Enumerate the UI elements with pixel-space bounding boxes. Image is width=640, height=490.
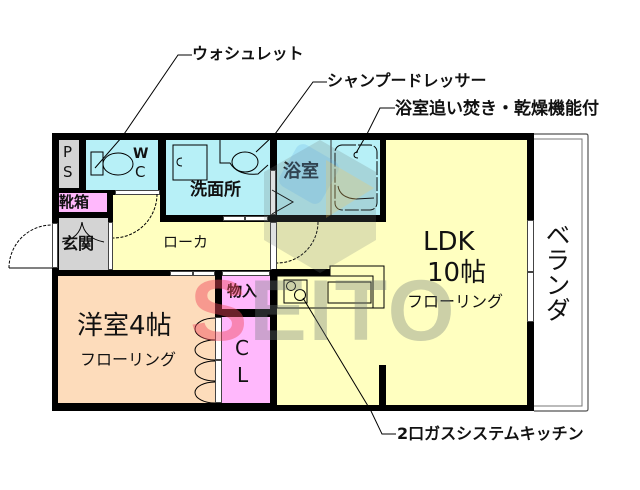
room-corridor <box>113 222 270 270</box>
ldk-door-swing <box>276 221 319 264</box>
ldk-stub-wall <box>379 365 386 407</box>
western-sliding-door <box>170 271 193 276</box>
western-sliding-door-2 <box>193 271 215 276</box>
room-storage <box>222 276 270 309</box>
stove-icon <box>283 279 308 304</box>
room-ldk-lower <box>277 222 527 405</box>
burner-2-icon <box>294 289 306 301</box>
entrance-step-curves <box>61 221 105 243</box>
sink-icon <box>327 281 372 304</box>
washing-machine-drain-icon <box>176 157 183 167</box>
closet-folding-door-2 <box>215 360 222 403</box>
room-western <box>58 276 215 403</box>
room-corridor-upper <box>113 195 160 225</box>
callout-kitchen: 2口ガスシステムキッチン <box>397 424 584 443</box>
bathroom-folding-door <box>271 189 295 215</box>
toilet-bowl-icon <box>102 152 134 176</box>
corridor-label: ローカ <box>163 233 209 251</box>
closet-label-c: C <box>235 336 249 360</box>
entrance-label: 玄関 <box>62 234 95 253</box>
bathtub-icon <box>334 144 378 211</box>
callout-shampoo-dresser: シャンプードレッサー <box>327 71 487 90</box>
leader-bath-features <box>355 107 395 154</box>
ldk-window-2 <box>527 272 534 322</box>
ldk-label: LDK <box>423 227 475 257</box>
room-washroom <box>166 140 270 215</box>
washroom-sliding-door-2 <box>245 216 268 221</box>
leader-kitchen <box>302 297 396 435</box>
toilet-tank-icon <box>90 151 104 176</box>
western-room-label: 洋室4帖 <box>77 311 172 341</box>
ldk-size-label: 10帖 <box>427 258 487 288</box>
kitchen-wall <box>272 269 330 276</box>
watermark-rest: EITO <box>249 263 457 359</box>
wc-door-opening <box>115 190 160 195</box>
ldk-floor-label: フローリング <box>407 292 504 311</box>
balcony-outline <box>534 133 589 412</box>
room-ps <box>59 140 79 188</box>
washing-machine-icon <box>172 144 208 181</box>
room-shoe-box <box>59 193 107 212</box>
vanity-counter-icon <box>219 140 269 175</box>
washroom-label: 洗面所 <box>190 180 241 200</box>
entrance-inner-jamb <box>108 222 113 270</box>
entrance-door-swing <box>8 224 53 269</box>
bathroom-label: 浴室 <box>283 161 319 182</box>
wc-label-w: W <box>133 146 149 162</box>
callout-bath-features: 浴室追い焚き・乾燥機能付 <box>395 99 599 119</box>
bathtub-inner-icon <box>337 185 375 200</box>
closet-folding-door-swing <box>194 317 216 404</box>
entrance-door-jamb <box>52 223 58 268</box>
balcony-label: ベランダ <box>542 222 571 322</box>
wc-door-swing <box>112 193 158 239</box>
western-room-floor-label: フローリング <box>80 350 177 369</box>
ps-label-s: S <box>63 163 73 181</box>
leader-washlet <box>94 54 192 169</box>
ps-label-p: P <box>63 143 73 161</box>
callout-washlet: ウォシュレット <box>192 44 304 63</box>
wc-label-c: C <box>135 163 146 181</box>
storage-label: 物入 <box>227 282 258 300</box>
watermark-text: SEITO <box>190 268 457 354</box>
closet-label-l: L <box>237 363 249 387</box>
room-closet <box>222 317 270 403</box>
vanity-basin-icon <box>231 151 259 173</box>
room-bathroom <box>277 140 380 215</box>
burner-1-icon <box>286 281 296 291</box>
closet-folding-door <box>215 317 222 360</box>
ldk-window <box>527 220 534 272</box>
balcony-inner-line <box>534 138 583 407</box>
watermark-first-letter: S <box>190 263 250 359</box>
washroom-sliding-door <box>223 216 245 221</box>
storage-door-opening <box>222 271 270 276</box>
leader-shampoo-dresser <box>255 81 327 153</box>
room-ldk-upper <box>386 140 527 222</box>
shoe-box-label: 靴箱 <box>59 193 90 211</box>
